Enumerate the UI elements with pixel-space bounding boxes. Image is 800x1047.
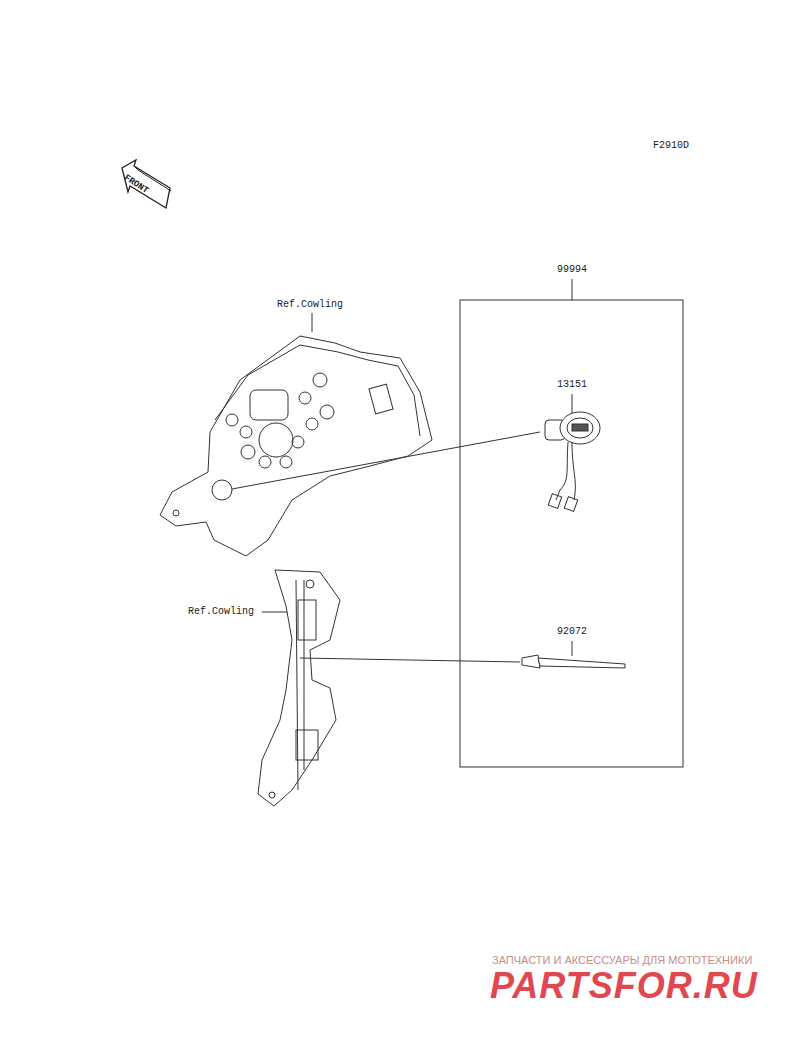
watermark-text: ЗАПЧАСТИ И АКСЕССУАРЫ ДЛЯ МОТОТЕХНИКИ [492, 954, 752, 966]
reference-label: Ref.Cowling [277, 299, 343, 311]
leader-line [572, 394, 573, 414]
leader-line [232, 432, 540, 489]
cable-tie [522, 655, 625, 668]
leader-line [300, 658, 520, 662]
cowling-upper [160, 336, 432, 556]
front-arrow [122, 160, 170, 208]
cowling-lower [258, 570, 340, 806]
figure-code: F2910D [653, 140, 689, 152]
callout-number: 99994 [557, 264, 587, 276]
leader-line [312, 313, 313, 332]
kit-box [460, 300, 683, 767]
power-socket [545, 412, 600, 511]
callout-number: 92072 [557, 626, 587, 638]
watermark-logo: PARTSFOR.RU [490, 966, 758, 1006]
callout-number: 13151 [557, 379, 587, 391]
reference-label: Ref.Cowling [188, 606, 254, 618]
leader-line [572, 641, 573, 656]
leader-line [572, 279, 573, 300]
